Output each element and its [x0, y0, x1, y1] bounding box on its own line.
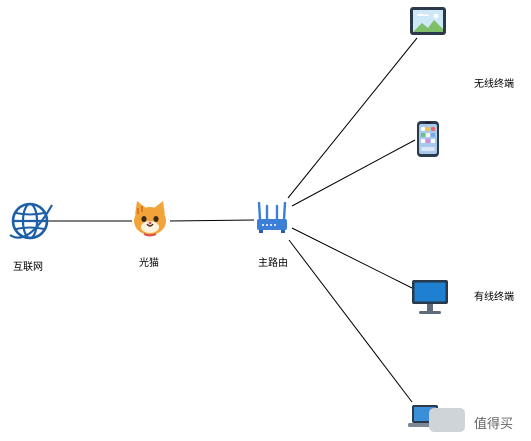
router-label: 主路由 — [258, 258, 288, 269]
modem-label: 光猫 — [139, 258, 159, 269]
watermark-text: 值得买 — [474, 417, 514, 432]
internet-label: 互联网 — [13, 262, 43, 273]
link-router-tablet — [287, 37, 418, 199]
globe-icon — [9, 202, 53, 240]
link-modem-router — [169, 219, 255, 222]
watermark-logo — [429, 408, 465, 432]
desktop-monitor-icon — [412, 280, 448, 314]
smartphone-icon — [417, 121, 439, 157]
link-router-laptop — [288, 239, 413, 403]
link-router-monitor — [291, 227, 413, 289]
cat-face-icon — [134, 201, 166, 237]
wired-terminal-label: 有线终端 — [474, 292, 514, 303]
wifi-router-icon — [257, 201, 287, 233]
wireless-terminal-label: 无线终端 — [474, 79, 514, 90]
tablet-icon — [410, 7, 446, 35]
link-router-phone — [291, 139, 416, 207]
connections — [48, 37, 418, 403]
